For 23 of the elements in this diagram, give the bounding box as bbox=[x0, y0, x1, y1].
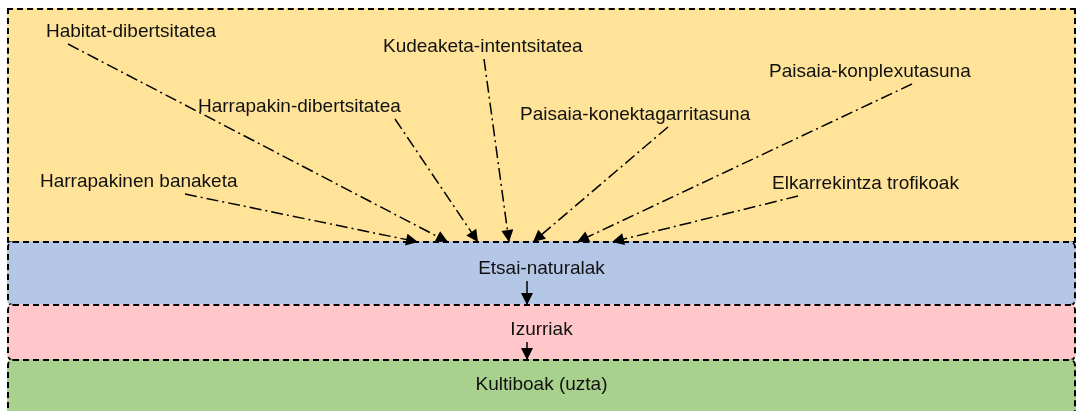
arrow bbox=[521, 341, 533, 361]
arrow bbox=[394, 118, 479, 243]
arrow bbox=[576, 83, 913, 243]
band-label: Etsai-naturalak bbox=[478, 257, 605, 279]
factor-label: Harrapakinen banaketa bbox=[40, 170, 238, 192]
factor-label: Harrapakin-dibertsitatea bbox=[198, 95, 401, 117]
arrow bbox=[184, 193, 419, 246]
arrow bbox=[483, 58, 514, 243]
factor-label: Paisaia-konplexutasuna bbox=[769, 60, 971, 82]
factor-label: Habitat-dibertsitatea bbox=[46, 20, 217, 42]
arrow bbox=[521, 280, 533, 306]
band-panel bbox=[7, 241, 1076, 306]
arrow bbox=[611, 195, 799, 245]
arrow bbox=[67, 43, 449, 243]
factor-label: Paisaia-konektagarritasuna bbox=[520, 103, 751, 125]
band-panel bbox=[7, 8, 1076, 243]
band-panel bbox=[7, 304, 1076, 361]
band-label: Izurriak bbox=[510, 318, 573, 340]
factor-label: Elkarrekintza trofikoak bbox=[772, 172, 959, 194]
band-panel bbox=[7, 359, 1076, 411]
arrow bbox=[532, 126, 669, 243]
band-label: Kultiboak (uzta) bbox=[475, 373, 608, 395]
factor-label: Kudeaketa-intentsitatea bbox=[383, 35, 583, 57]
